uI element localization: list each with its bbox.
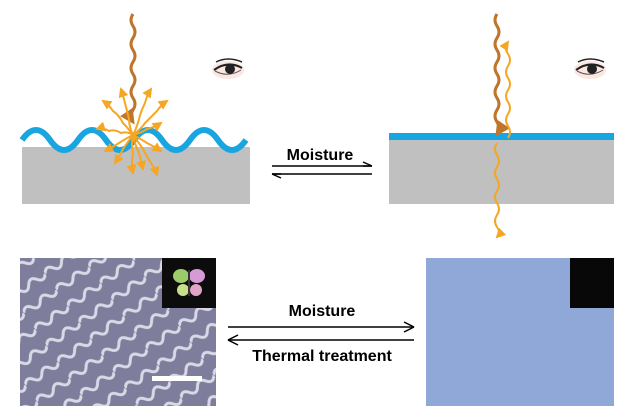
eye-icon xyxy=(574,59,606,79)
incident-light-right xyxy=(495,14,499,134)
dark-square-inset xyxy=(570,258,614,308)
eye-icon xyxy=(212,59,244,79)
bottom-moisture-label: Moisture xyxy=(289,303,356,320)
panel-wrinkled-surface xyxy=(22,14,250,204)
butterfly-image xyxy=(162,258,216,308)
bottom-transition: Moisture Thermal treatment xyxy=(228,303,414,365)
reflected-light xyxy=(506,42,510,138)
micrograph-wrinkled xyxy=(20,258,216,406)
panel-flat-surface xyxy=(389,14,614,237)
incident-light-left xyxy=(131,14,135,122)
thermal-treatment-label: Thermal treatment xyxy=(252,348,392,365)
flat-coating xyxy=(389,133,614,140)
substrate-left xyxy=(22,147,250,204)
top-transition: Moisture xyxy=(272,147,372,178)
scale-bar xyxy=(152,376,202,381)
top-moisture-label: Moisture xyxy=(287,147,354,164)
substrate-right xyxy=(389,139,614,204)
micrograph-smooth xyxy=(426,258,614,406)
